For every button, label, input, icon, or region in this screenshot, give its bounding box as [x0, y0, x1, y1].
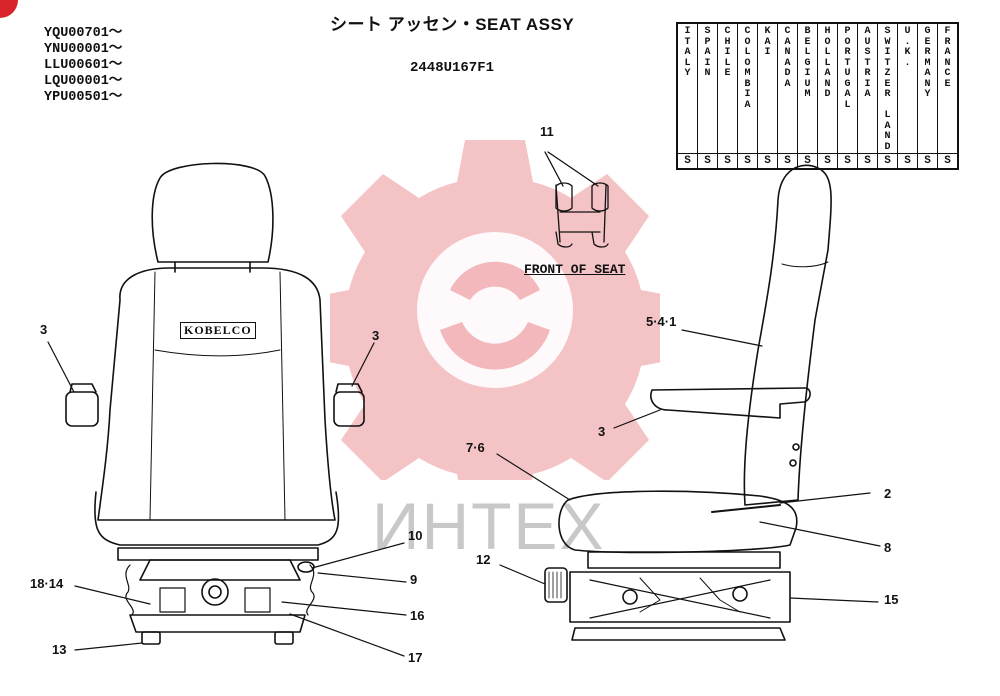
- rear-suspension: [117, 547, 319, 561]
- side-backrest: [743, 164, 832, 506]
- rear-backrest: [97, 267, 336, 521]
- country-value: S: [757, 153, 778, 170]
- callout-16: 16: [410, 608, 425, 623]
- callout-3-rear-left: 3: [40, 322, 48, 337]
- side-view-seat: [544, 164, 832, 641]
- rear-left-armrest: [65, 391, 99, 427]
- country-value: S: [697, 153, 718, 170]
- callout-9: 9: [410, 572, 418, 587]
- serial-number: YNU00001～: [44, 42, 123, 57]
- rear-right-armrest: [333, 391, 365, 427]
- callout-3-rear-right: 3: [372, 328, 380, 343]
- side-suspension: [587, 551, 781, 569]
- serial-number: YPU00501～: [44, 90, 123, 105]
- diagram-title: シート アッセン・SEAT ASSY: [330, 15, 575, 34]
- part-number: 2448U167F1: [410, 60, 495, 76]
- seat-brand-logo: KOBELCO: [180, 322, 256, 339]
- front-of-seat-detail: [544, 151, 609, 248]
- country-value: S: [917, 153, 938, 170]
- callout-11: 11: [540, 124, 554, 139]
- callout-2: 2: [884, 486, 892, 501]
- callout-10: 10: [408, 528, 423, 543]
- callout-7-6: 7·6: [466, 440, 485, 455]
- side-knob: [544, 567, 568, 603]
- leader-lines: [47, 329, 881, 657]
- callout-3-side: 3: [598, 424, 606, 439]
- country-value-row: S S S S S S S S S S S S S S: [676, 153, 959, 170]
- rear-headrest: [151, 162, 274, 263]
- side-cushion: [558, 490, 798, 554]
- callout-17: 17: [408, 650, 423, 665]
- side-armrest: [650, 387, 811, 419]
- callout-12: 12: [476, 552, 491, 567]
- watermark-gear-logo: [330, 140, 660, 480]
- callout-5-4-1: 5·4·1: [646, 314, 677, 329]
- serial-number: LQU00001～: [44, 74, 123, 89]
- rear-view-seat: [65, 162, 365, 645]
- country-value: S: [937, 153, 959, 170]
- callout-8: 8: [884, 540, 892, 555]
- callout-18-14: 18·14: [30, 576, 64, 591]
- rear-cushion: [94, 491, 340, 546]
- serial-number: LLU00601～: [44, 58, 123, 73]
- callout-13: 13: [52, 642, 67, 657]
- watermark-text: ИНТЕХ: [372, 489, 606, 563]
- serial-number: YQU00701～: [44, 26, 123, 41]
- country-name: U.K.: [904, 26, 911, 69]
- front-of-seat-label: FRONT OF SEAT: [524, 262, 626, 277]
- serial-number-list: YQU00701～ YNU00001～ LLU00601～ LQU00001～ …: [44, 26, 122, 106]
- callout-15: 15: [884, 592, 899, 607]
